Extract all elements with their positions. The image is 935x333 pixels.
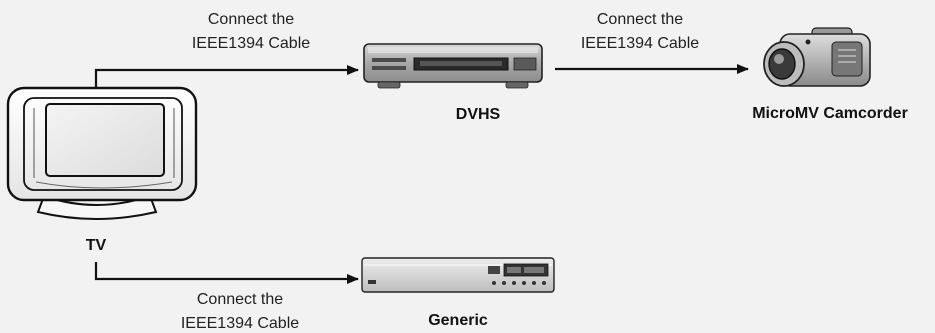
- connection-label-tv-generic: Connect the IEEE1394 Cable: [181, 291, 299, 332]
- connection-label-dvhs-camcorder: Connect the IEEE1394 Cable: [581, 11, 699, 52]
- connector-tv-generic: [94, 262, 359, 284]
- connection-label-line2: IEEE1394 Cable: [181, 315, 299, 332]
- node-label-generic: Generic: [428, 312, 488, 329]
- node-label-tv: TV: [86, 237, 107, 254]
- node-label-camcorder: MicroMV Camcorder: [752, 105, 908, 122]
- connection-label-line1: Connect the: [208, 11, 294, 28]
- connection-label-line1: Connect the: [197, 291, 283, 308]
- connection-label-tv-dvhs: Connect the IEEE1394 Cable: [192, 11, 310, 52]
- connection-label-line2: IEEE1394 Cable: [192, 35, 310, 52]
- connection-label-line2: IEEE1394 Cable: [581, 35, 699, 52]
- camcorder-icon: [763, 27, 871, 87]
- generic-device-icon: [361, 257, 555, 293]
- dvhs-deck-icon: [363, 43, 543, 89]
- connector-tv-dvhs: [94, 65, 359, 92]
- node-label-dvhs: DVHS: [456, 106, 501, 123]
- tv-icon: [6, 86, 198, 220]
- connection-label-line1: Connect the: [597, 11, 683, 28]
